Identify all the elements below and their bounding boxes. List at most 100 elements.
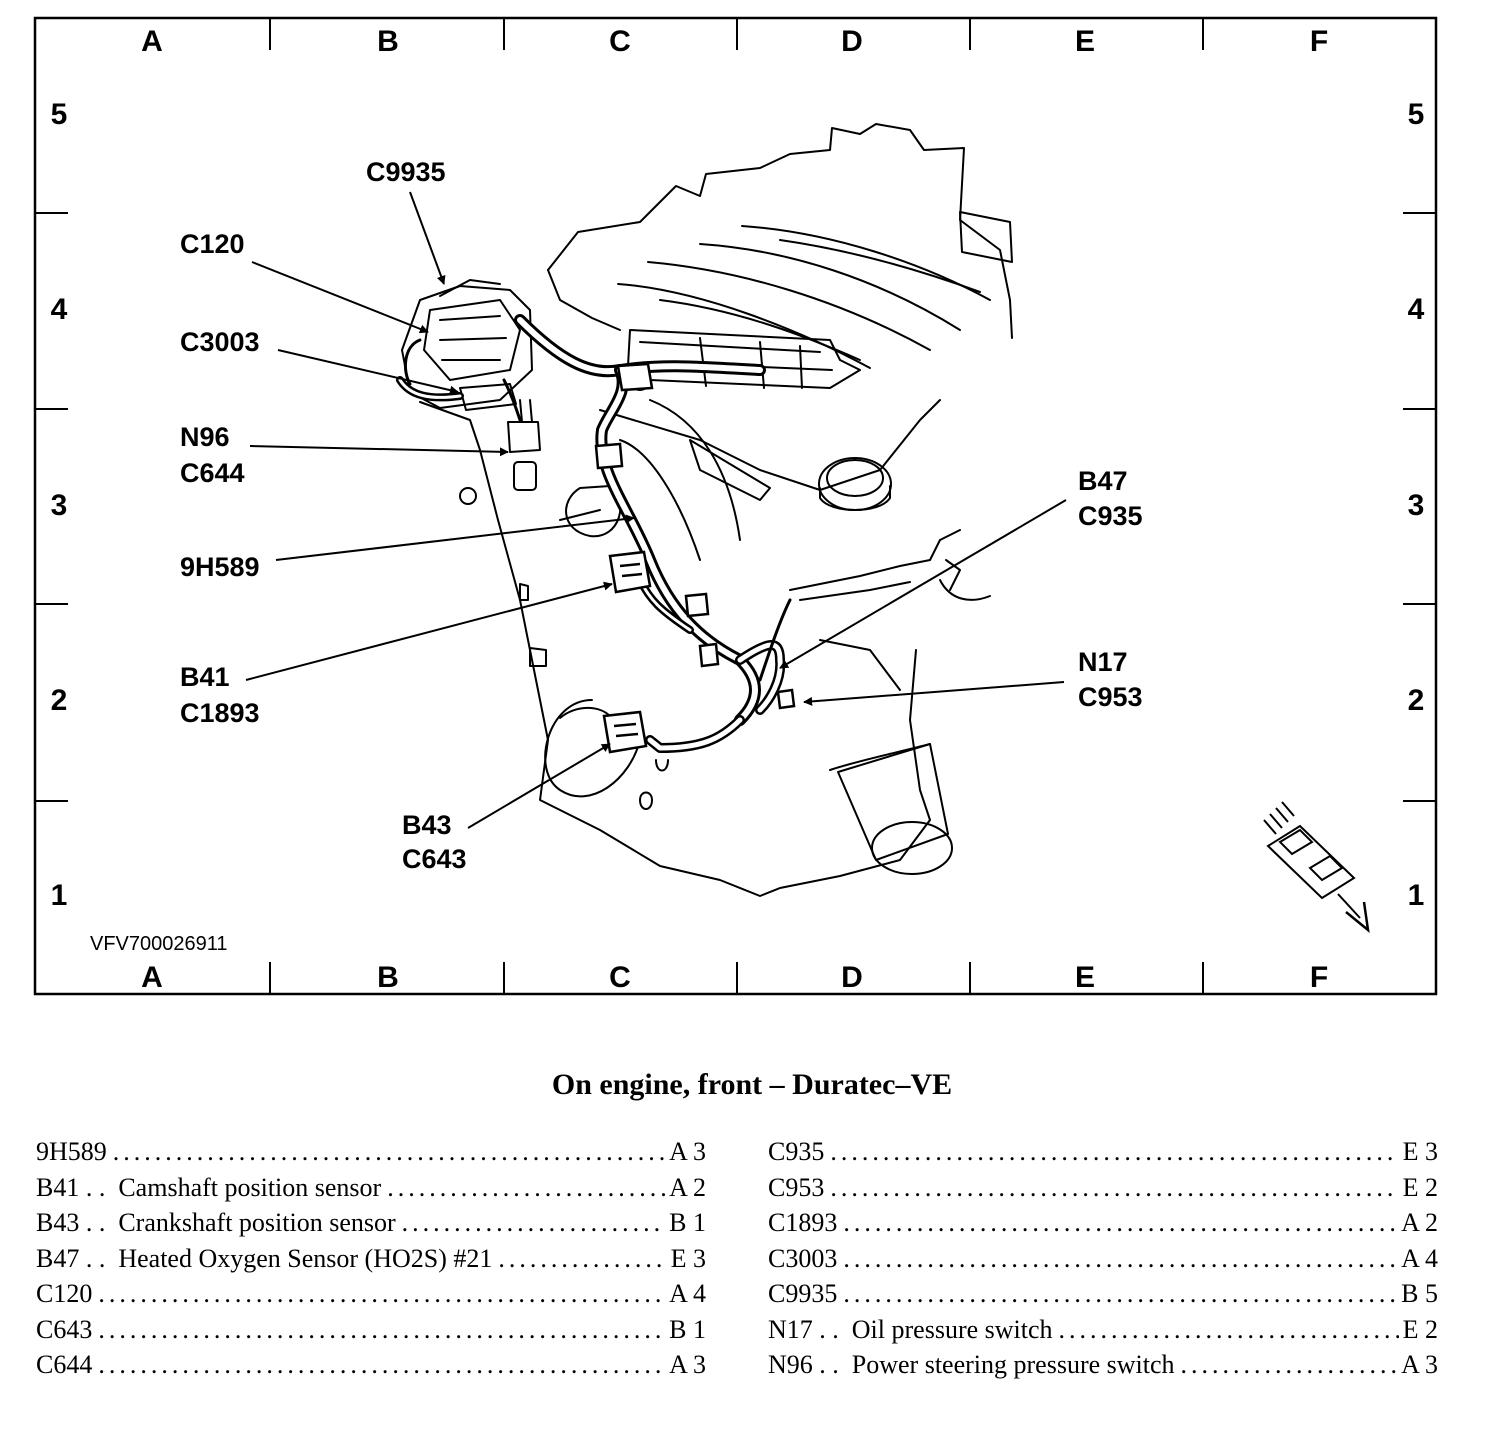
grid-col-d-top: D bbox=[841, 25, 863, 58]
legend-separator: . . bbox=[79, 1172, 119, 1202]
callout-labels: C9935 C120 C3003 N96 C644 9H589 B41 C189… bbox=[180, 157, 1143, 874]
legend-entry: N17 . . Oil pressure switch.............… bbox=[768, 1312, 1399, 1348]
legend-code-and-description: B41 . . Camshaft position sensor bbox=[36, 1170, 381, 1206]
leader-c9935 bbox=[409, 191, 446, 285]
legend-dot-leader: ........................................… bbox=[843, 1279, 1397, 1308]
legend-code-and-description: C644 bbox=[36, 1347, 92, 1383]
legend-separator: . . bbox=[812, 1350, 852, 1379]
legend-description: Oil pressure switch bbox=[851, 1314, 1053, 1344]
label-b47: B47 bbox=[1078, 466, 1128, 496]
legend-dot-leader: ........................................… bbox=[1180, 1350, 1398, 1379]
legend-grid-reference: B 1 bbox=[669, 1314, 706, 1344]
label-c953: C953 bbox=[1078, 682, 1143, 712]
legend-entry: C3003...................................… bbox=[768, 1241, 1397, 1277]
connectors bbox=[594, 362, 796, 754]
label-n17: N17 bbox=[1078, 647, 1128, 677]
leader-b41 bbox=[245, 581, 613, 681]
label-c1893: C1893 bbox=[180, 698, 260, 728]
engine-diagram: A B C D E F A B C D E F 5 4 3 2 1 5 4 3 … bbox=[33, 16, 1438, 996]
legend-code: C953 bbox=[768, 1172, 825, 1202]
legend-row: B41 . . Camshaft position sensor........… bbox=[36, 1170, 706, 1206]
label-c120: C120 bbox=[180, 229, 245, 259]
legend-grid-reference: E 2 bbox=[1402, 1314, 1438, 1344]
engine-drawing bbox=[401, 123, 1013, 897]
legend-description: Heated Oxygen Sensor (HO2S) #21 bbox=[118, 1243, 493, 1273]
legend-dot-leader: ........................................… bbox=[830, 1172, 1399, 1202]
legend-dot-leader: ........................................… bbox=[98, 1350, 666, 1379]
legend-description: Power steering pressure switch bbox=[851, 1350, 1175, 1379]
legend-left-column: 9H589...................................… bbox=[36, 1134, 706, 1383]
label-c3003: C3003 bbox=[180, 327, 260, 357]
grid-col-a-bottom: A bbox=[141, 961, 163, 994]
grid-row-labels-right: 5 4 3 2 1 bbox=[1408, 98, 1425, 912]
grid-col-f-top: F bbox=[1310, 25, 1328, 58]
legend-code-and-description: C9935 bbox=[768, 1276, 837, 1312]
legend-row: C1893...................................… bbox=[768, 1205, 1438, 1241]
legend-entry: C9935...................................… bbox=[768, 1276, 1397, 1312]
legend-code: N96 bbox=[768, 1350, 813, 1379]
legend-entry: C643....................................… bbox=[36, 1312, 665, 1348]
grid-row-labels-left: 5 4 3 2 1 bbox=[51, 98, 68, 912]
grid-col-e-top: E bbox=[1075, 25, 1095, 58]
legend-grid-reference: B 5 bbox=[1401, 1279, 1438, 1308]
grid-row-5-right: 5 bbox=[1408, 98, 1425, 131]
legend-separator: . . bbox=[79, 1208, 119, 1237]
legend-code: B47 bbox=[36, 1243, 80, 1273]
legend-separator: . . bbox=[812, 1314, 852, 1344]
legend-code: C935 bbox=[768, 1137, 825, 1166]
legend-grid-reference: A 2 bbox=[669, 1172, 706, 1202]
legend-grid-reference: A 4 bbox=[669, 1279, 706, 1308]
grid-col-b-bottom: B bbox=[377, 961, 399, 994]
legend-grid-reference: A 4 bbox=[1401, 1243, 1438, 1273]
legend-row: C3003...................................… bbox=[768, 1241, 1438, 1277]
legend-entry: B47 . . Heated Oxygen Sensor (HO2S) #21.… bbox=[36, 1241, 667, 1277]
leader-lines bbox=[245, 191, 1067, 829]
legend-row: B43 . . Crankshaft position sensor......… bbox=[36, 1205, 706, 1241]
label-c643: C643 bbox=[402, 844, 467, 874]
legend-row: C953....................................… bbox=[768, 1170, 1438, 1206]
leader-c3003 bbox=[277, 349, 459, 395]
legend-code: C643 bbox=[36, 1314, 93, 1344]
legend-row: C9935...................................… bbox=[768, 1276, 1438, 1312]
label-c9935: C9935 bbox=[366, 157, 446, 187]
legend-dot-leader: ........................................… bbox=[387, 1172, 665, 1202]
legend-entry: B43 . . Crankshaft position sensor......… bbox=[36, 1205, 665, 1241]
legend-dot-leader: ........................................… bbox=[1058, 1314, 1399, 1344]
legend-code: C644 bbox=[36, 1350, 93, 1379]
grid-col-c-top: C bbox=[609, 25, 631, 58]
legend-row: 9H589...................................… bbox=[36, 1134, 706, 1170]
legend-description: Crankshaft position sensor bbox=[118, 1208, 396, 1237]
label-9h589: 9H589 bbox=[180, 552, 260, 582]
legend-dot-leader: ........................................… bbox=[401, 1208, 666, 1237]
legend-dot-leader: ........................................… bbox=[498, 1243, 667, 1273]
legend-code-and-description: C1893 bbox=[768, 1205, 837, 1241]
legend-code-and-description: C935 bbox=[768, 1134, 824, 1170]
legend-entry: 9H589...................................… bbox=[36, 1134, 665, 1170]
legend-row: C643....................................… bbox=[36, 1312, 706, 1348]
legend-entry: C953....................................… bbox=[768, 1170, 1399, 1206]
legend-right-column: C935....................................… bbox=[768, 1134, 1438, 1383]
legend-grid-reference: E 2 bbox=[1402, 1172, 1438, 1202]
legend-row: C120....................................… bbox=[36, 1276, 706, 1312]
figure-code: VFV700026911 bbox=[90, 933, 228, 955]
grid-col-e-bottom: E bbox=[1075, 961, 1095, 994]
leader-n17 bbox=[803, 681, 1065, 706]
grid-row-3-left: 3 bbox=[51, 489, 68, 522]
diagram-title: On engine, front – Duratec–VE bbox=[551, 1068, 953, 1101]
legend-grid-reference: B 1 bbox=[669, 1208, 706, 1237]
legend-code-and-description: 9H589 bbox=[36, 1134, 107, 1170]
grid-row-2-right: 2 bbox=[1408, 684, 1425, 717]
legend-grid-reference: E 3 bbox=[1402, 1137, 1438, 1166]
vehicle-orientation-icon bbox=[1263, 801, 1370, 933]
grid-column-labels-bottom: A B C D E F bbox=[141, 961, 1328, 994]
legend-dot-leader: ........................................… bbox=[830, 1137, 1399, 1166]
legend-code-and-description: C3003 bbox=[768, 1241, 837, 1277]
leader-c120 bbox=[251, 261, 429, 334]
legend-code-and-description: N96 . . Power steering pressure switch bbox=[768, 1347, 1175, 1383]
grid-ticks bbox=[35, 18, 1436, 994]
grid-row-1-left: 1 bbox=[51, 879, 68, 912]
grid-col-d-bottom: D bbox=[841, 961, 863, 994]
legend-grid-reference: A 3 bbox=[669, 1350, 706, 1379]
legend-grid-reference: A 3 bbox=[1401, 1350, 1438, 1379]
legend-grid-reference: A 3 bbox=[669, 1137, 706, 1166]
